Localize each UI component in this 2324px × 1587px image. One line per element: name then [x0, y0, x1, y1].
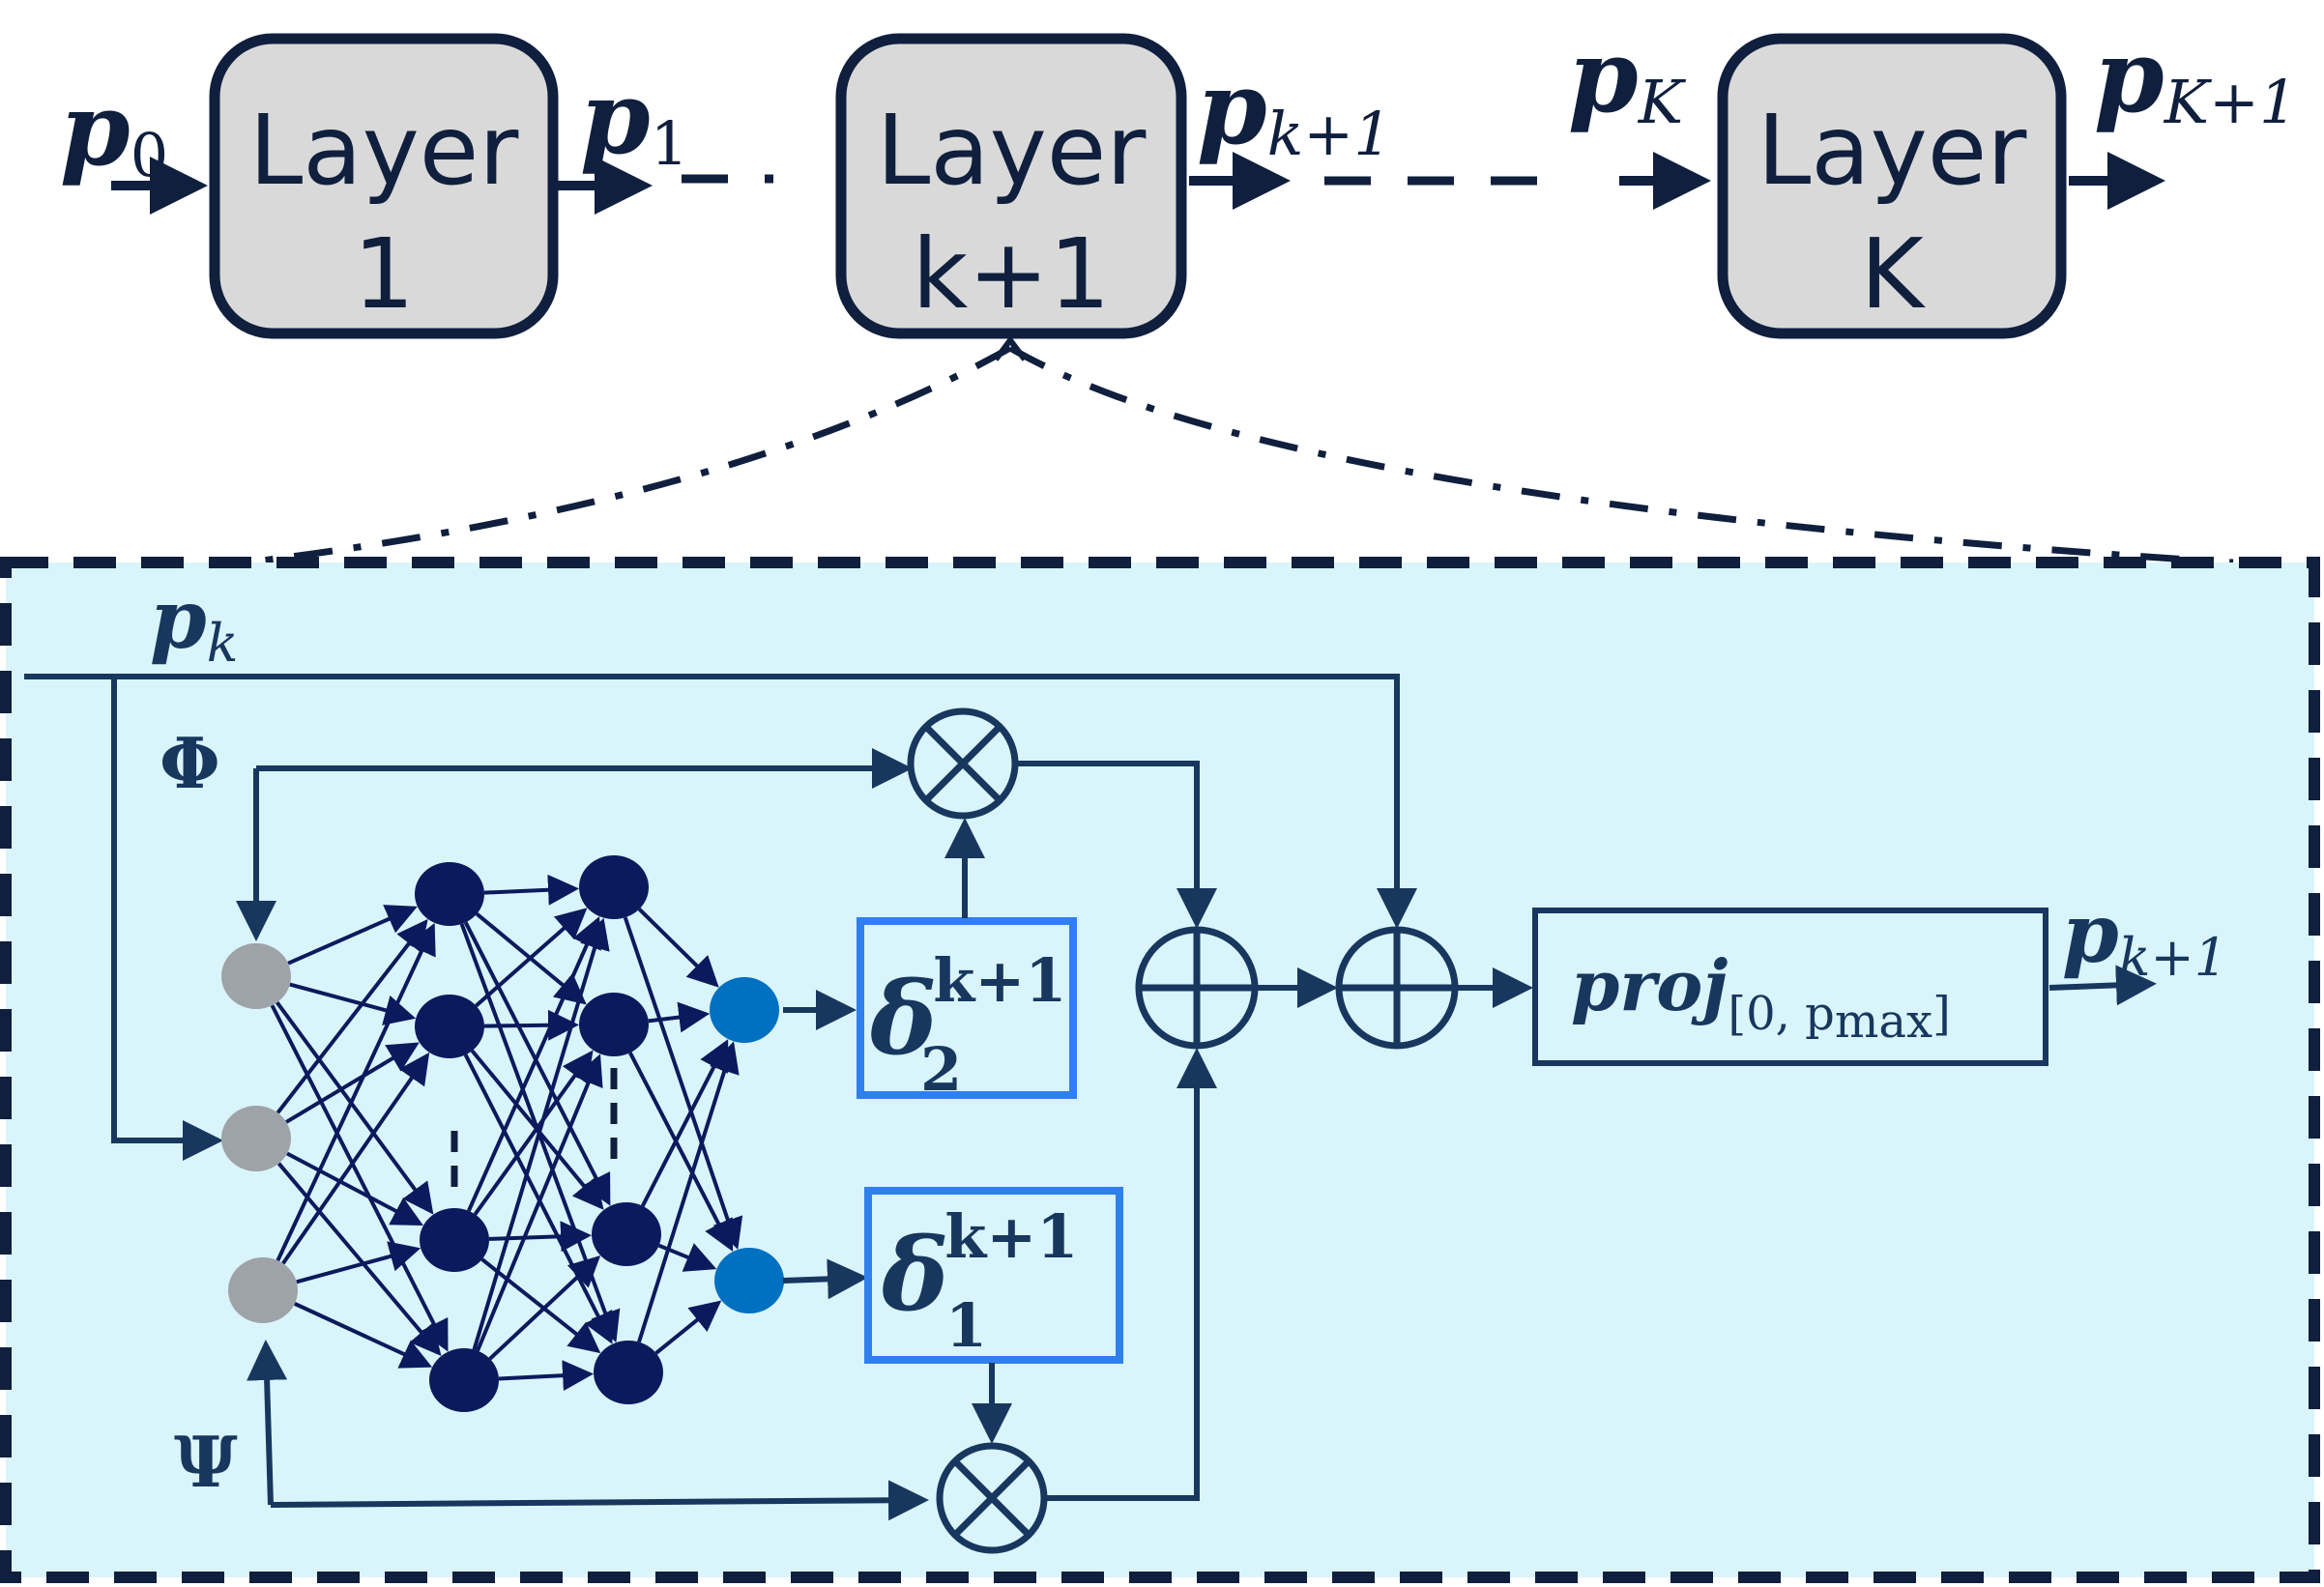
nn-edge	[488, 1255, 601, 1361]
nn-edge	[287, 905, 418, 966]
nn-edge	[628, 1052, 734, 1252]
zoom-indicator	[246, 335, 2234, 566]
nn-edge	[467, 916, 601, 1212]
nn-edge	[270, 1004, 449, 1352]
nn-edge	[472, 917, 610, 1351]
layer-1-index: 1	[353, 217, 415, 331]
psi-to-mult-wire	[270, 1480, 929, 1521]
layer-k1-title: Layer	[877, 94, 1147, 207]
projection-block: proj[0, pmax]	[1532, 908, 2048, 1066]
nn-edge	[475, 908, 588, 1008]
nn-edge	[296, 1241, 421, 1284]
nn-node-input-3	[228, 1257, 298, 1323]
nn-edge	[623, 916, 743, 1250]
nn-out-to-delta1	[782, 1258, 868, 1300]
layer-chain: Layer 1 Layer k+1 Layer K p0 p1	[60, 16, 2297, 339]
projection-label: proj[0, pmax]	[1571, 944, 1951, 1049]
layer-k1-block: Layer k+1	[835, 33, 1187, 339]
nn-node-hidden1-3	[420, 1208, 489, 1272]
nn-edge	[286, 1151, 423, 1226]
output-pk1-label: pk+1	[2062, 885, 2227, 988]
nn-edge	[276, 918, 428, 1114]
nn-edge	[463, 921, 611, 1206]
input-pk-label: pk	[150, 571, 238, 674]
nn-edge	[483, 1009, 580, 1041]
nn-edge	[480, 1257, 601, 1354]
pk-bus-wire	[24, 674, 1417, 929]
signal-p1: p1	[580, 58, 688, 179]
nn-node-hidden1-2	[415, 995, 484, 1058]
mult-psi-to-add-wire	[1044, 1048, 1217, 1501]
nn-edge	[476, 1053, 603, 1352]
layer-1-title: Layer	[249, 94, 520, 207]
layer-K-block: Layer K	[1717, 33, 2067, 339]
nn-edge	[276, 922, 436, 1262]
nn-edge	[285, 1042, 420, 1124]
nn-edge	[648, 1001, 711, 1033]
signal-p0: p0	[60, 70, 168, 190]
nn-edge	[294, 1302, 433, 1369]
nn-edge	[276, 1162, 442, 1357]
layer-K-title: Layer	[1758, 94, 2028, 207]
pk-to-input-wire	[111, 677, 223, 1161]
layer-1-block: Layer 1	[209, 33, 559, 339]
detail-panel-frame	[0, 557, 2320, 1583]
nn-node-hidden2-4	[594, 1341, 663, 1404]
nn-edge	[281, 1052, 430, 1265]
neural-network	[221, 855, 784, 1412]
nn-edge	[473, 1050, 594, 1216]
layer-K-index: K	[1860, 217, 1926, 331]
nn-edge	[654, 1300, 722, 1355]
phi-label: Φ	[160, 722, 220, 804]
nn-edge	[483, 874, 580, 906]
nn-node-output-2	[714, 1248, 784, 1313]
nn-edge	[637, 1041, 740, 1343]
add-node-2	[1335, 926, 1459, 1050]
signal-pK1: pK+1	[2094, 16, 2297, 137]
signal-pk1: pk+1	[1197, 48, 1392, 169]
nn-node-input-2	[221, 1106, 291, 1171]
nn-edge	[463, 1053, 613, 1344]
nn-node-output-1	[710, 977, 779, 1043]
nn-node-hidden1-1	[415, 862, 484, 926]
mult-phi-to-add-wire	[1015, 761, 1217, 929]
signal-pK: pK	[1568, 16, 1687, 137]
nn-edge	[276, 1001, 434, 1215]
nn-node-hidden2-1	[579, 855, 649, 919]
add-node-1	[1135, 926, 1259, 1050]
nn-node-hidden2-2	[579, 993, 649, 1056]
proj-output-wire	[2048, 965, 2157, 1006]
nn-edge	[498, 1360, 595, 1392]
layer-k1-index: k+1	[912, 217, 1110, 331]
psi-to-input-wire	[247, 1340, 288, 1506]
nn-node-hidden2-3	[592, 1202, 661, 1266]
nn-node-hidden1-4	[429, 1348, 499, 1412]
psi-label: Ψ	[174, 1421, 238, 1503]
nn-edge	[637, 908, 719, 988]
nn-node-input-1	[221, 943, 291, 1009]
